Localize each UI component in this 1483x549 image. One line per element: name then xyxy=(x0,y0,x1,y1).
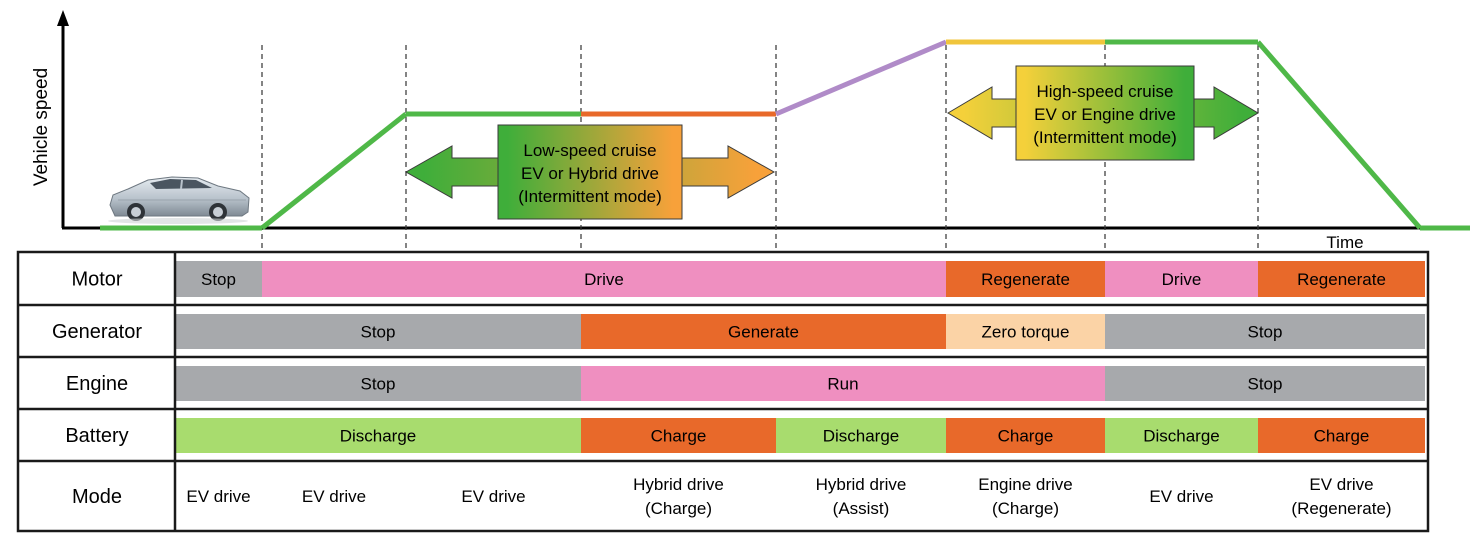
battery-bar-4 xyxy=(946,418,1105,453)
car-image xyxy=(108,176,250,224)
high-speed-line-1: High-speed cruise xyxy=(1036,82,1173,101)
mode-label-5: Hybrid drive(Assist) xyxy=(816,475,907,518)
low-speed-line-2: EV or Hybrid drive xyxy=(521,164,659,183)
motor-segment-label-3: Regenerate xyxy=(981,270,1070,289)
row-label-engine: Engine xyxy=(66,373,128,395)
high-speed-line-3: (Intermittent mode) xyxy=(1033,128,1177,147)
low-speed-box xyxy=(497,124,683,220)
battery-segment-label-6: Charge xyxy=(1314,427,1370,446)
speed-segment-8 xyxy=(1256,40,1422,230)
motor-segment-label-1: Stop xyxy=(201,270,236,289)
high-speed-annotation: High-speed cruise EV or Engine drive (In… xyxy=(947,65,1259,161)
battery-bar-3 xyxy=(776,418,946,453)
engine-bar-2 xyxy=(581,366,1105,401)
battery-segment-label-1: Discharge xyxy=(340,427,417,446)
row-label-battery: Battery xyxy=(65,425,128,447)
mode-label-1: EV drive xyxy=(186,487,250,506)
engine-bar-3 xyxy=(1105,366,1425,401)
speed-profile xyxy=(100,39,1470,231)
motor-bar-3 xyxy=(946,261,1105,297)
battery-segment-label-5: Discharge xyxy=(1143,427,1220,446)
battery-segment-label-4: Charge xyxy=(998,427,1054,446)
generator-bar-2 xyxy=(581,314,946,349)
low-speed-line-1: Low-speed cruise xyxy=(523,141,656,160)
engine-segment-label-1: Stop xyxy=(361,375,396,394)
speed-segment-5 xyxy=(775,39,947,117)
mode-label-2: EV drive xyxy=(302,487,366,506)
generator-segment-label-1: Stop xyxy=(361,323,396,342)
speed-segment-2 xyxy=(260,112,408,230)
engine-segment-label-2: Run xyxy=(827,375,858,394)
row-label-mode: Mode xyxy=(72,486,122,508)
mode-label-8: EV drive(Regenerate) xyxy=(1291,475,1391,518)
generator-bar-1 xyxy=(175,314,581,349)
mode-label-4: Hybrid drive(Charge) xyxy=(633,475,724,518)
generator-bar-3 xyxy=(946,314,1105,349)
mode-label-7: EV drive xyxy=(1149,487,1213,506)
engine-segment-label-3: Stop xyxy=(1248,375,1283,394)
x-axis-label: Time xyxy=(1326,233,1363,252)
high-speed-line-2: EV or Engine drive xyxy=(1034,105,1176,124)
motor-bar-2 xyxy=(262,261,946,297)
battery-bar-5 xyxy=(1105,418,1258,453)
generator-segment-label-3: Zero torque xyxy=(982,323,1070,342)
low-speed-annotation: Low-speed cruise EV or Hybrid drive (Int… xyxy=(404,124,776,220)
mode-label-6: Engine drive(Charge) xyxy=(978,475,1073,518)
high-speed-box xyxy=(1015,65,1195,161)
generator-segment-label-4: Stop xyxy=(1248,323,1283,342)
engine-bar-1 xyxy=(175,366,581,401)
battery-segment-label-3: Discharge xyxy=(823,427,900,446)
row-label-motor: Motor xyxy=(71,269,122,291)
low-speed-line-3: (Intermittent mode) xyxy=(518,187,662,206)
battery-bar-1 xyxy=(175,418,581,453)
mode-label-3: EV drive xyxy=(461,487,525,506)
row-label-generator: Generator xyxy=(52,321,142,343)
speed-axes: Vehicle speed Time xyxy=(31,10,1420,252)
motor-segment-label-2: Drive xyxy=(584,270,624,289)
battery-bar-2 xyxy=(581,418,776,453)
battery-segment-label-2: Charge xyxy=(651,427,707,446)
battery-bar-6 xyxy=(1258,418,1425,453)
generator-bar-4 xyxy=(1105,314,1425,349)
y-axis-arrow xyxy=(57,10,69,26)
motor-segment-label-4: Drive xyxy=(1162,270,1202,289)
motor-bar-5 xyxy=(1258,261,1425,297)
generator-segment-label-2: Generate xyxy=(728,323,799,342)
motor-bar-4 xyxy=(1105,261,1258,297)
motor-segment-label-5: Regenerate xyxy=(1297,270,1386,289)
y-axis-label: Vehicle speed xyxy=(31,68,52,186)
motor-bar-1 xyxy=(175,261,262,297)
